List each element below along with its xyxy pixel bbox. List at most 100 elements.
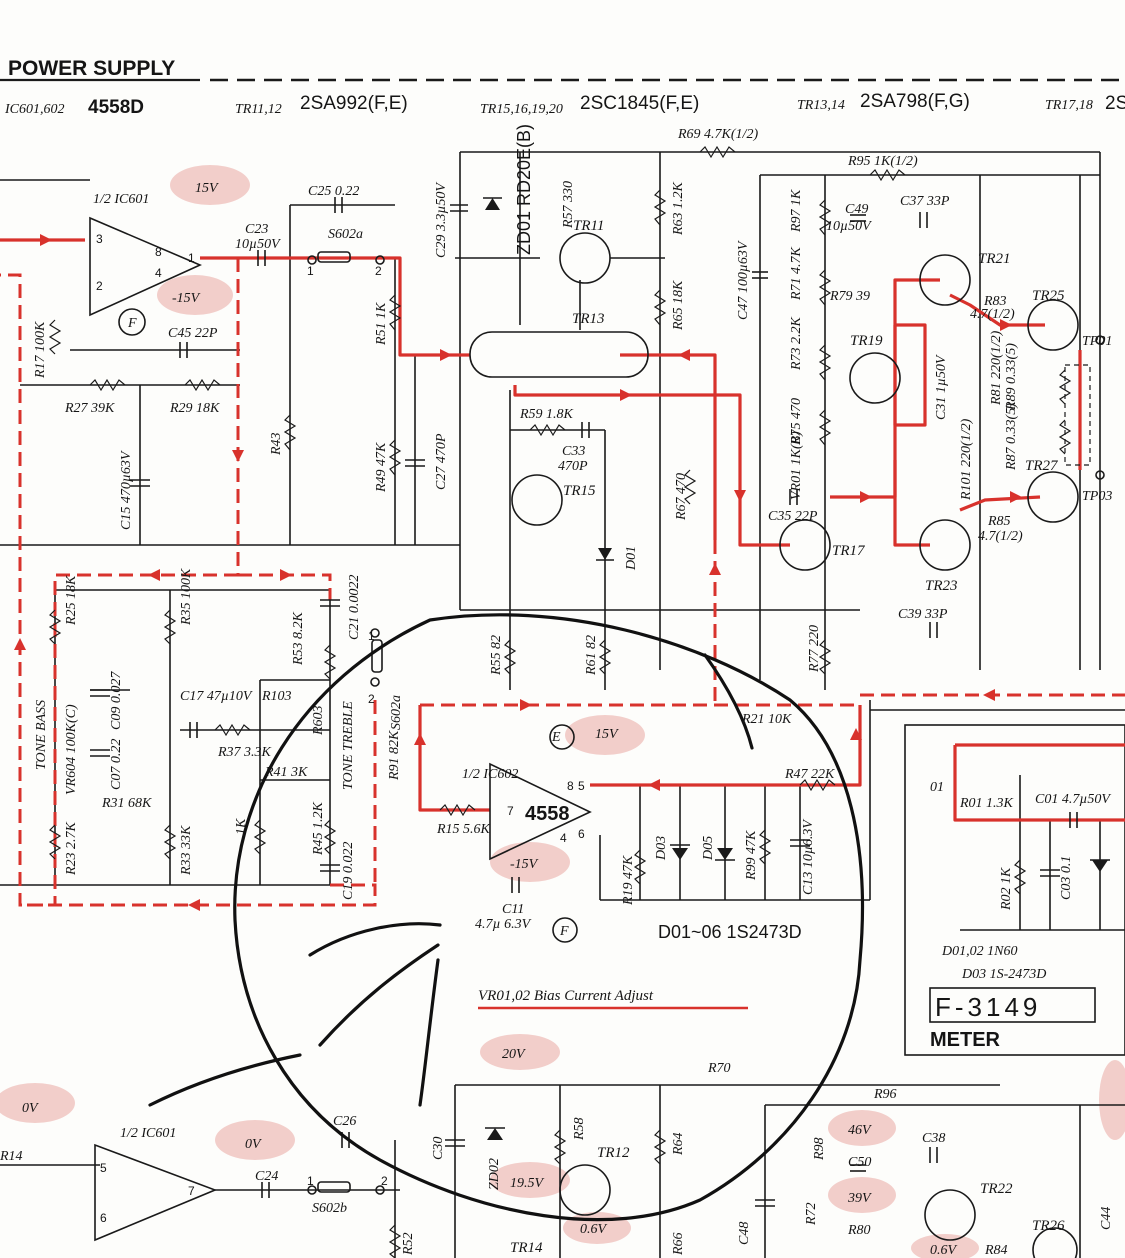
label-vr01: VR01 1K(B) xyxy=(789,431,804,500)
label-r43: R43 xyxy=(269,432,284,456)
label-c03: C03 0.1 xyxy=(1059,856,1074,900)
label-r103: R103 xyxy=(261,689,292,704)
label-r603: R603 xyxy=(311,705,326,736)
label-r84: R84 xyxy=(984,1243,1008,1258)
label-tr13: TR13 xyxy=(572,311,605,327)
label-c09: C09 0.027 xyxy=(109,671,124,730)
label-ic601half: 1/2 IC601 xyxy=(93,192,149,207)
label-c23v: 10µ50V xyxy=(235,237,281,252)
label-p8: 8 xyxy=(567,779,574,793)
label-r96: R96 xyxy=(873,1087,897,1102)
label-name: 4558D xyxy=(88,97,144,118)
label-r67: R67 470 xyxy=(674,473,689,521)
label-p2: 2 xyxy=(381,1174,388,1188)
label-c24: C24 xyxy=(255,1169,278,1184)
label-c48: C48 xyxy=(737,1222,752,1245)
label-v0: 0V xyxy=(22,1101,39,1116)
label-c47: C47 100µ63V xyxy=(736,240,751,320)
label-v46: 46V xyxy=(848,1123,872,1138)
label-tr19: TR19 xyxy=(850,333,883,349)
resistors xyxy=(48,145,1072,1258)
label-r95: R95 1K(1/2) xyxy=(847,154,918,169)
label-r77: R77 220 xyxy=(807,625,822,673)
label-tr15: TR15 xyxy=(563,483,596,499)
label-r17: R17 100K xyxy=(33,321,48,379)
label-p6: 6 xyxy=(578,827,585,841)
label-r01: R01 1.3K xyxy=(959,796,1014,811)
label-f: F xyxy=(127,316,137,331)
label-r59: R59 1.8K xyxy=(519,407,574,422)
voltage-highlights xyxy=(0,165,1125,1258)
label-c01: C01 4.7µ50V xyxy=(1035,792,1111,807)
label-id: TR13,14 xyxy=(797,98,845,113)
label-p1: 1 xyxy=(307,264,314,278)
diodes xyxy=(483,197,1110,1140)
label-r71: R71 4.7K xyxy=(789,246,804,301)
label-s602b: S602b xyxy=(312,1201,347,1216)
label-r83v: 4.7(1/2) xyxy=(970,307,1015,322)
label-c29: C29 3.3µ50V xyxy=(434,182,449,258)
label-c45: C45 22P xyxy=(168,326,218,341)
label-r47: R47 22K xyxy=(784,767,835,782)
label-r25: R25 18K xyxy=(64,575,79,626)
label-c44: C44 xyxy=(1099,1207,1114,1230)
label-r29: R29 18K xyxy=(169,401,220,416)
label-r37: R37 3.3K xyxy=(217,745,272,760)
label-v06: 0.6V xyxy=(580,1222,608,1237)
label-r23: R23 2.7K xyxy=(64,821,79,876)
label-s602a: S602a xyxy=(328,227,363,242)
label-r64: R64 xyxy=(671,1132,686,1156)
label-v20: 20V xyxy=(502,1047,526,1062)
bias-adjust-note: VR01,02 Bias Current Adjust xyxy=(478,988,654,1004)
label-r91: R91 82K xyxy=(387,730,402,781)
label-p1: 1 xyxy=(307,1174,314,1188)
pin-numbers: 3 2 8 4 1 1 2 1 2 8 5 7 4 6 5 6 7 1 2 xyxy=(96,232,585,1225)
label-c49v: 10µ50V xyxy=(826,219,872,234)
label-tr14: TR14 xyxy=(510,1240,543,1256)
header-labels: POWER SUPPLY IC601,602 4558D TR11,12 2SA… xyxy=(4,57,1125,118)
label-r02: R02 1K xyxy=(999,867,1014,911)
label-f: F xyxy=(559,924,569,939)
label-tr22: TR22 xyxy=(980,1181,1013,1197)
meter-model: F-3149 xyxy=(935,992,1041,1022)
label-p3: 3 xyxy=(96,232,103,246)
label-r79: R79 39 xyxy=(829,289,870,304)
label-r27: R27 39K xyxy=(64,401,115,416)
label-c49: C49 xyxy=(845,202,868,217)
label-r15: R15 5.6K xyxy=(436,822,491,837)
label-c07: C07 0.22 xyxy=(109,739,124,790)
label-tr27: TR27 xyxy=(1025,458,1059,474)
label-r73: R73 2.2K xyxy=(789,316,804,371)
label-r81: R81 220(1/2) xyxy=(989,330,1004,406)
label-ic602half: 1/2 IC602 xyxy=(462,767,518,782)
label-v195: 19.5V xyxy=(510,1176,545,1191)
black-wiring xyxy=(0,151,1125,1258)
label-p5: 5 xyxy=(100,1161,107,1175)
label-r55: R55 82 xyxy=(489,635,504,676)
label-r70: R70 xyxy=(707,1061,731,1076)
label-d05: D05 xyxy=(701,836,716,861)
label-tr25: TR25 xyxy=(1032,288,1065,304)
capacitors xyxy=(90,197,1078,1207)
label-p7: 7 xyxy=(188,1184,195,1198)
label-r69: R69 4.7K(1/2) xyxy=(677,127,758,142)
label-zd01: ZD01 RD20E(B) xyxy=(514,124,534,255)
label-p7: 7 xyxy=(507,804,514,818)
meter-label: METER xyxy=(930,1029,1001,1051)
transistors xyxy=(118,232,1079,1258)
label-r14: R14 xyxy=(0,1149,23,1164)
label-r72: R72 xyxy=(804,1202,819,1226)
label-r83: R83 xyxy=(983,294,1007,309)
vertical-labels: C29 3.3µ50V ZD01 RD20E(B) R57 330 R63 1.… xyxy=(33,124,1114,1256)
ic601-lower xyxy=(94,1143,218,1242)
label-r97: R97 1K xyxy=(789,189,804,233)
label-tr11: TR11 xyxy=(573,218,604,234)
label-c26: C26 xyxy=(333,1114,356,1129)
label-ic601b: 1/2 IC601 xyxy=(120,1126,176,1141)
tr13-pair xyxy=(469,331,649,378)
label-r33: R33 33K xyxy=(179,825,194,876)
label-v15b: 15V xyxy=(595,727,619,742)
label-vm15b: -15V xyxy=(510,857,539,872)
label-r80: R80 xyxy=(847,1223,871,1238)
